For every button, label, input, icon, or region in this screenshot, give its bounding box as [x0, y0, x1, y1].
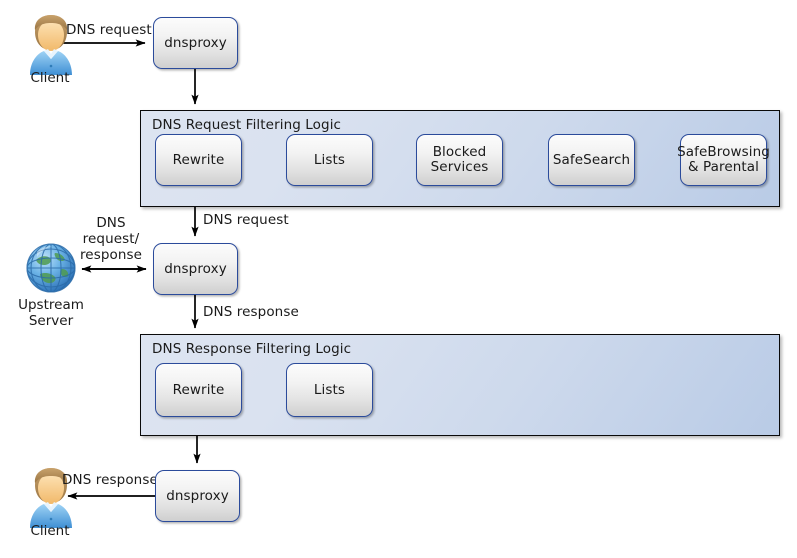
response-filtering-title: DNS Response Filtering Logic: [152, 341, 352, 357]
node-req-blocked-services[interactable]: Blocked Services: [416, 134, 503, 186]
node-resp-lists-label: Lists: [313, 381, 346, 398]
request-filtering-title: DNS Request Filtering Logic: [152, 117, 342, 133]
dnsproxy-top-label: dnsproxy: [164, 34, 227, 51]
dnsproxy-top-box[interactable]: dnsproxy: [153, 17, 238, 69]
dnsproxy-middle-box[interactable]: dnsproxy: [153, 243, 238, 295]
node-req-safebrowsing-line1: SafeBrowsing: [677, 144, 770, 160]
edge-label-dnsproxy-to-response-filtering: DNS response: [203, 304, 299, 320]
dnsproxy-bottom-label: dnsproxy: [166, 487, 229, 504]
node-req-safesearch[interactable]: SafeSearch: [548, 134, 635, 186]
node-req-safesearch-label: SafeSearch: [552, 151, 631, 168]
node-req-rewrite-label: Rewrite: [172, 151, 225, 168]
node-req-lists-label: Lists: [313, 151, 346, 168]
dnsproxy-middle-label: dnsproxy: [164, 260, 227, 277]
dnsproxy-bottom-box[interactable]: dnsproxy: [155, 470, 240, 522]
node-req-safebrowsing-line2: & Parental: [687, 159, 760, 175]
node-resp-lists[interactable]: Lists: [286, 363, 373, 417]
caption-client-bottom: Client: [30, 523, 70, 539]
user-avatar-icon: [30, 468, 72, 528]
node-req-lists[interactable]: Lists: [286, 134, 373, 186]
edge-label-client-to-dnsproxy: DNS request: [66, 22, 152, 38]
edge-label-request-filtering-to-dnsproxy: DNS request: [203, 212, 289, 228]
edge-label-upstream-exchange: DNS request/ response: [79, 215, 143, 263]
node-resp-rewrite[interactable]: Rewrite: [155, 363, 242, 417]
node-req-rewrite[interactable]: Rewrite: [155, 134, 242, 186]
response-filtering-group: DNS Response Filtering Logic: [140, 334, 780, 436]
edge-label-dnsproxy-to-client: DNS response: [62, 472, 158, 488]
caption-upstream-server: Upstream Server: [18, 297, 84, 329]
user-avatar-icon: [30, 15, 72, 75]
caption-client-top: Client: [30, 70, 70, 86]
node-req-blocked-services-line2: Services: [430, 159, 489, 175]
node-req-blocked-services-line1: Blocked: [432, 144, 487, 160]
node-resp-rewrite-label: Rewrite: [172, 381, 225, 398]
globe-icon: [26, 243, 76, 293]
node-req-safebrowsing[interactable]: SafeBrowsing & Parental: [677, 134, 770, 186]
